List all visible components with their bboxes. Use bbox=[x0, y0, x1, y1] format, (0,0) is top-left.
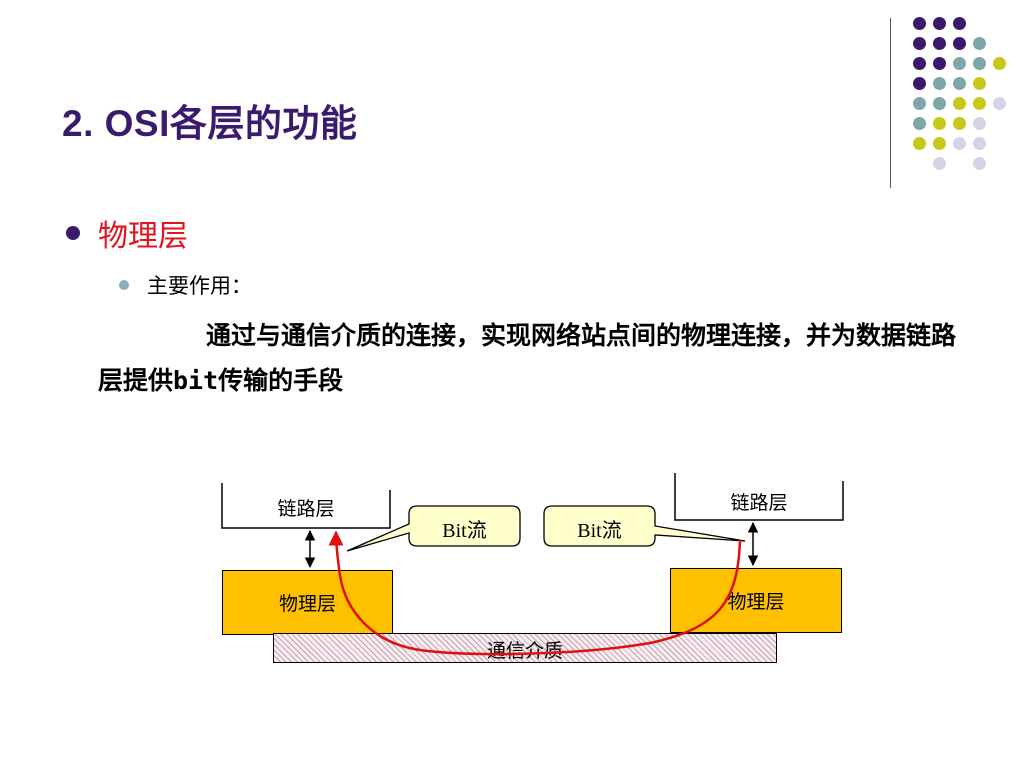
decoration-dot bbox=[913, 77, 926, 90]
decoration-dot bbox=[953, 17, 966, 30]
decoration-dot bbox=[953, 117, 966, 130]
decoration-dot bbox=[953, 57, 966, 70]
decoration-dot bbox=[933, 117, 946, 130]
left-callout-label: Bit流 bbox=[442, 520, 487, 542]
decoration-dot bbox=[933, 57, 946, 70]
decoration-dot bbox=[993, 97, 1006, 110]
decoration-dot bbox=[913, 57, 926, 70]
decoration-dot bbox=[953, 97, 966, 110]
left-link-layer-box bbox=[221, 483, 391, 529]
bullet-heading: 物理层 bbox=[98, 219, 188, 254]
right-physical-layer-box: 物理层 bbox=[670, 568, 842, 633]
left-link-layer-label: 链路层 bbox=[277, 498, 335, 520]
communication-medium-label: 通信介质 bbox=[486, 640, 563, 662]
left-physical-layer-box: 物理层 bbox=[222, 570, 393, 635]
decoration-dot bbox=[933, 97, 946, 110]
decoration-dot bbox=[913, 97, 926, 110]
decoration-dot bbox=[933, 77, 946, 90]
right-link-layer-label: 链路层 bbox=[730, 492, 788, 514]
slide-title: 2. OSI各层的功能 bbox=[62, 103, 358, 144]
decoration-dot bbox=[973, 37, 986, 50]
decoration-dot bbox=[993, 57, 1006, 70]
left-physical-layer-label: 物理层 bbox=[278, 593, 336, 615]
decoration-dot bbox=[933, 137, 946, 150]
decoration-dot bbox=[933, 37, 946, 50]
filled-circle-bullet-icon bbox=[66, 226, 80, 240]
decoration-dot bbox=[953, 37, 966, 50]
decoration-dot bbox=[973, 57, 986, 70]
decoration-dot bbox=[913, 137, 926, 150]
right-link-layer-box bbox=[674, 473, 844, 521]
body-paragraph: 通过与通信介质的连接，实现网络站点间的物理连接，并为数据链路层提供bit传输的手… bbox=[98, 321, 957, 395]
decoration-dot bbox=[953, 77, 966, 90]
small-circle-bullet-icon bbox=[119, 280, 129, 290]
sub-bullet-text: 主要作用： bbox=[147, 274, 252, 298]
decoration-dot bbox=[973, 117, 986, 130]
decoration-dot bbox=[913, 117, 926, 130]
decoration-dot bbox=[913, 37, 926, 50]
decoration-dot bbox=[973, 77, 986, 90]
decoration-dot bbox=[973, 97, 986, 110]
decoration-dot bbox=[933, 17, 946, 30]
decoration-dot bbox=[913, 17, 926, 30]
divider-line bbox=[890, 18, 891, 188]
right-physical-layer-label: 物理层 bbox=[727, 591, 785, 613]
decoration-dot bbox=[973, 157, 986, 170]
right-callout-label: Bit流 bbox=[577, 520, 622, 542]
decoration-dot bbox=[953, 137, 966, 150]
decoration-dot bbox=[973, 137, 986, 150]
decoration-dot bbox=[933, 157, 946, 170]
